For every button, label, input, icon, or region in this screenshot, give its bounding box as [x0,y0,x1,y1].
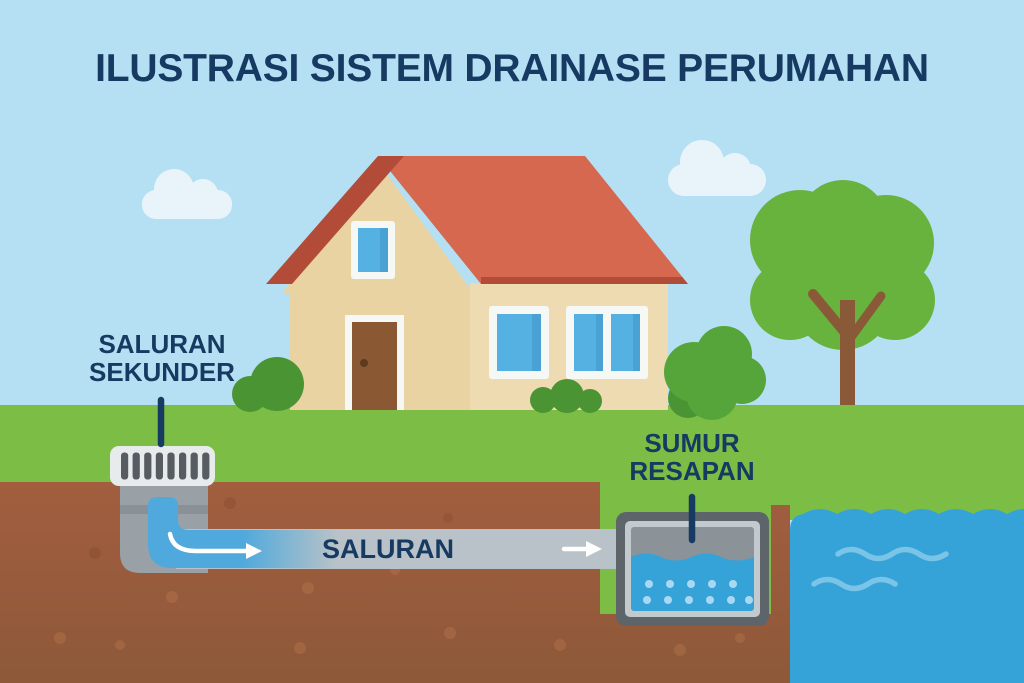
label-saluran-sekunder: SALURAN SEKUNDER [42,330,282,386]
bush-right [664,326,766,420]
flow-arrow-outlet-icon [561,541,602,557]
bush-front [530,379,602,413]
river [790,509,1024,683]
river-waves-icon [811,546,949,592]
door [345,315,404,410]
flow-arrow-elbow-icon [167,531,262,559]
drain-grate-icon [110,446,215,486]
house [266,156,688,410]
attic-window [351,221,395,279]
infiltration-well [616,512,769,626]
window-right [566,306,648,379]
cloud-left-icon [142,169,232,219]
label-sumur-resapan-line2: RESAPAN [629,456,755,486]
label-saluran: SALURAN [322,534,454,564]
tree [750,180,935,413]
bush-left [232,357,304,412]
page-title: ILUSTRASI SISTEM DRAINASE PERUMAHAN [95,47,929,90]
label-saluran-sekunder-line2: SEKUNDER [89,357,235,387]
roof [266,156,688,284]
label-sumur-resapan: SUMUR RESAPAN [572,429,812,485]
cloud-right-icon [668,140,766,196]
door-knob [360,359,368,367]
tree-trunk [808,289,886,413]
window-left [489,306,549,379]
infiltration-dots [643,580,753,604]
label-sumur-resapan-line1: SUMUR [644,428,740,458]
label-saluran-sekunder-line1: SALURAN [98,329,226,359]
